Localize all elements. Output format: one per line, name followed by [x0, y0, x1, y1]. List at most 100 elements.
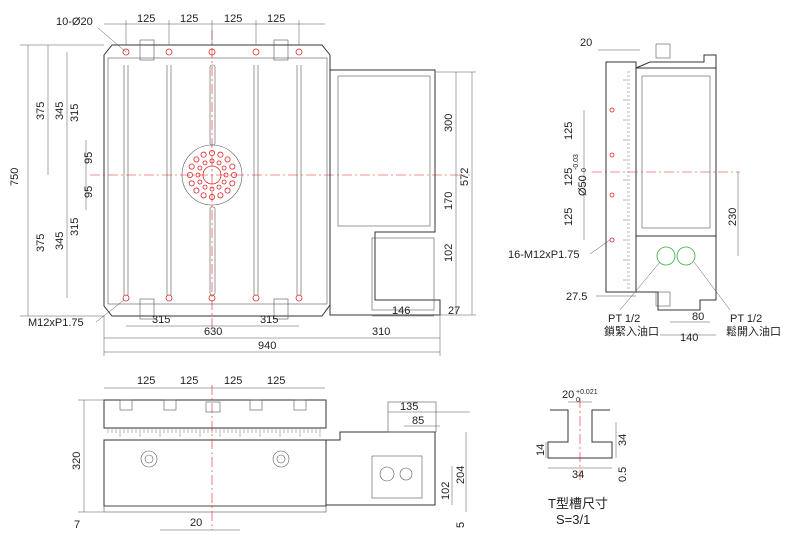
front-motor-gap: 5 [455, 522, 467, 528]
front-motor-height: 204 [455, 466, 467, 484]
mount-holes [122, 48, 303, 302]
slot-spacing-1: 125 [137, 13, 155, 25]
side-dim-230: 230 [727, 208, 739, 226]
bolt-hole [229, 180, 236, 187]
front-slot-spacing-2: 125 [180, 375, 198, 387]
bolt-hole [208, 149, 215, 156]
side-thread-callout: 16-M12xP1.75 [508, 249, 580, 261]
slot-spacing-4: 125 [267, 13, 285, 25]
bolt-hole [188, 180, 195, 187]
bolt-hole [202, 160, 208, 166]
bolt-hole [216, 184, 222, 190]
dim-102: 102 [443, 244, 455, 262]
front-slot-spacing-4: 125 [267, 375, 285, 387]
left-dimensions: 375 345 315 95 95 315 345 375 750 [9, 44, 104, 317]
bolt-hole [200, 151, 207, 158]
dim-940: 940 [258, 340, 276, 352]
fixture-block [139, 298, 155, 320]
dim-315-top: 315 [69, 104, 81, 122]
dim-630: 630 [204, 326, 222, 338]
front-motor-inner: 85 [412, 415, 424, 427]
side-dim-125-c: 125 [563, 208, 575, 226]
overall-height: 750 [9, 168, 21, 186]
bolt-hole [200, 192, 207, 199]
front-scale [107, 428, 321, 437]
bolt-hole [221, 165, 227, 171]
front-base [103, 505, 327, 513]
bolt-hole [229, 163, 236, 170]
t-slot-width-tol: +0.021 [576, 389, 598, 396]
port-left-label: 鎖緊入油口 [604, 324, 659, 338]
dim-95-top: 95 [83, 152, 95, 164]
dim-315-right: 315 [260, 314, 278, 326]
side-body-inner [641, 75, 711, 229]
side-bottom-bracket [635, 235, 717, 311]
dim-345-bottom: 345 [54, 232, 66, 250]
slot-spacing-3: 125 [224, 13, 242, 25]
side-bore: Ø50 [577, 175, 589, 196]
table-inner-border [107, 57, 328, 305]
port-right-size: PT 1/2 [730, 313, 762, 325]
t-slot-detail: 20 +0.021 0 14 34 34 0.5 T型槽尺寸 S=3/1 [535, 389, 629, 527]
motor-housing [329, 69, 441, 316]
front-port-left-inner [144, 454, 154, 464]
motor-inner [337, 75, 431, 227]
front-motor [325, 431, 436, 506]
t-slot-width: 20 [562, 389, 574, 401]
bolt-hole [217, 151, 224, 158]
dim-375-bottom: 375 [35, 234, 47, 252]
bolt-hole [224, 187, 231, 194]
fixture-block [273, 298, 289, 320]
port-left-size: PT 1/2 [608, 313, 640, 325]
front-port-right-inner [276, 454, 286, 464]
dim-345-top: 345 [54, 102, 66, 120]
side-port-spacing: 80 [692, 311, 704, 323]
side-bore-tol: -0.03 [573, 154, 580, 170]
dim-315-left: 315 [152, 314, 170, 326]
front-base-thickness: 7 [74, 519, 80, 531]
right-dimensions: 300 572 170 102 [435, 71, 476, 316]
top-view: 125 125 125 125 10-Ø20 375 345 315 95 95… [9, 13, 476, 356]
dim-572: 572 [459, 168, 471, 186]
front-body [103, 439, 327, 507]
side-table-plate [605, 61, 637, 293]
port-release [676, 246, 696, 266]
dim-170: 170 [443, 192, 455, 210]
front-slot-spacing-1: 125 [137, 375, 155, 387]
side-bottom-offset: 27.5 [566, 291, 587, 303]
front-motor-base: 102 [440, 482, 452, 500]
side-bore-tol-zero: 0 [581, 168, 588, 172]
side-dim-125-b: 125 [563, 168, 575, 186]
bolt-hole [197, 165, 203, 171]
side-dimensions: 20 125 125 125 Ø50 -0.03 0 16-M12xP1.75 … [508, 37, 781, 344]
dim-315-bottom: 315 [69, 218, 81, 236]
thread-callout: M12xP1.75 [28, 317, 84, 329]
side-holes [609, 107, 615, 243]
side-view: 20 125 125 125 Ø50 -0.03 0 16-M12xP1.75 … [508, 37, 781, 344]
bolt-hole [217, 192, 224, 199]
t-slot-width-tol-zero: 0 [576, 397, 580, 404]
side-top-bracket [635, 54, 717, 69]
t-slot-scale: S=3/1 [556, 512, 590, 527]
hole-callout: 10-Ø20 [56, 16, 93, 28]
bolt-hole [221, 179, 227, 185]
front-connector-a [379, 466, 395, 482]
bolt-hole [193, 187, 200, 194]
motor-offset: 27 [448, 305, 460, 317]
bolt-hole [197, 179, 203, 185]
t-slot-head-height: 34 [617, 434, 629, 446]
front-motor-width: 135 [400, 401, 418, 413]
side-scale [623, 71, 630, 289]
port-lock [656, 246, 676, 266]
fixture-block [139, 39, 155, 61]
bolt-hole [224, 156, 231, 163]
front-table [103, 399, 327, 429]
motor-width: 146 [392, 305, 410, 317]
t-slots [123, 64, 302, 296]
t-slot-clearance: 0.5 [617, 467, 629, 482]
fixture-block [273, 39, 289, 61]
dim-375-top: 375 [35, 102, 47, 120]
front-motor-mount [387, 401, 437, 433]
front-height: 320 [71, 452, 83, 470]
